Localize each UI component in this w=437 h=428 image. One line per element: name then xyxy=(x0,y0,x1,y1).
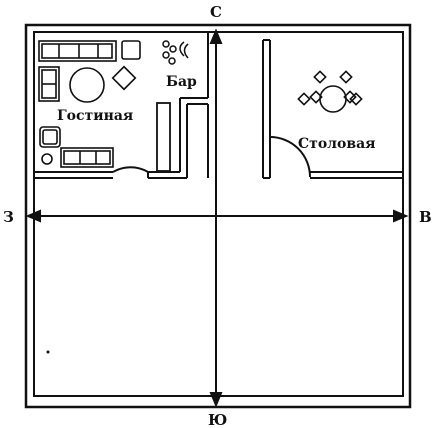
inner-wall xyxy=(33,31,404,397)
living-room-label: Гостиная xyxy=(57,108,133,124)
dining-room-label: Столовая xyxy=(298,136,376,152)
dining-table-icon xyxy=(297,70,363,113)
dining-room-walls xyxy=(262,39,403,179)
plan-dot xyxy=(46,350,50,354)
bar-stools-icon xyxy=(162,40,189,65)
bar-label: Бар xyxy=(166,74,197,90)
compass-west-label: З xyxy=(3,208,14,226)
compass-east-label: В xyxy=(419,208,432,226)
living-room-walls xyxy=(34,32,209,179)
compass-axes xyxy=(25,28,409,408)
compass-south-label: Ю xyxy=(208,411,227,428)
compass-north-label: С xyxy=(210,3,222,21)
bar-counter xyxy=(156,102,171,172)
living-room-furniture xyxy=(38,40,141,168)
